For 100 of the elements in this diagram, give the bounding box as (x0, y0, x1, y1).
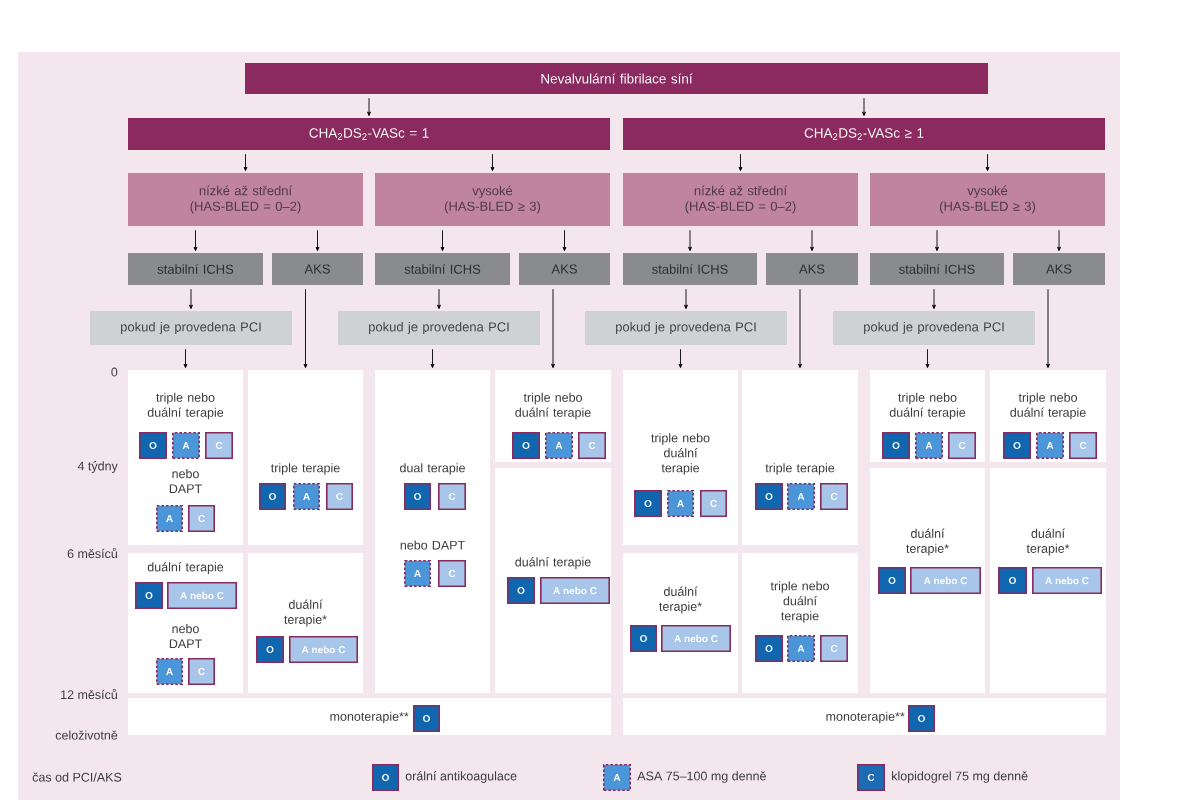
arrow (183, 348, 188, 369)
drug-badge: A (787, 635, 815, 662)
drug-badge: O (512, 432, 540, 459)
arrow (193, 229, 198, 252)
condition-box: stabilní ICHS (870, 253, 1004, 285)
drug-badge: C (948, 432, 976, 459)
arrow (303, 288, 308, 369)
diagnosis-bar: Nevalvulární fibrilace síní (245, 63, 988, 94)
drug-badge: O (413, 705, 440, 732)
drug-badge: A nebo C (661, 625, 731, 652)
score-bar: CHA$_{2}$DS$_{2}$-VASc ≥ 1 (623, 118, 1105, 150)
drug-badge: A (404, 560, 431, 587)
legend-label: ASA 75–100 mg denně (637, 771, 766, 783)
drug-badge: O (908, 705, 935, 732)
arrow (1046, 288, 1050, 369)
drug-badge: A (545, 432, 573, 459)
time-label: 6 měsíců (67, 547, 117, 559)
drug-badge: C (820, 483, 848, 510)
procedure-box: pokud je provedena PCI (833, 311, 1035, 345)
drug-badge: A (915, 432, 943, 459)
arrow (932, 288, 936, 310)
arrow (367, 97, 371, 117)
arrow (243, 153, 248, 172)
drug-badge: O (882, 432, 910, 459)
drug-badge: O (998, 567, 1027, 594)
drug-badge: O (256, 636, 284, 663)
arrow (490, 153, 495, 172)
drug-badge: O (507, 577, 535, 604)
arrow (551, 288, 555, 369)
drug-badge: C (438, 560, 466, 587)
drug-badge: C (700, 490, 727, 517)
drug-badge: O (630, 625, 657, 652)
drug-badge: A nebo C (540, 577, 610, 604)
condition-box: stabilní ICHS (128, 253, 263, 285)
drug-badge: A (667, 490, 694, 517)
drug-badge: O (755, 483, 783, 510)
legend-label: orální antikoagulace (405, 771, 517, 783)
drug-badge: O (755, 635, 783, 662)
drug-badge: O (139, 432, 167, 459)
arrow (985, 153, 990, 172)
drug-badge: A (172, 432, 200, 459)
arrow (189, 288, 193, 310)
procedure-box: pokud je provedena PCI (90, 311, 292, 345)
drug-badge: A (156, 505, 183, 532)
drug-badge: C (438, 483, 466, 510)
time-label: 12 měsíců (61, 688, 117, 700)
arrow (810, 229, 814, 252)
condition-box: AKS (1013, 253, 1105, 285)
arrow (678, 348, 683, 369)
drug-badge: A (156, 658, 183, 685)
procedure-box: pokud je provedena PCI (338, 311, 540, 345)
drug-badge: O (135, 582, 163, 609)
risk-box: vysoké (HAS-BLED ≥ 3) (375, 173, 610, 226)
drug-badge: C (188, 658, 215, 685)
arrow (688, 229, 692, 252)
risk-box: vysoké (HAS-BLED ≥ 3) (870, 173, 1105, 226)
drug-badge: A (1036, 432, 1064, 459)
arrow (684, 288, 688, 310)
drug-badge: O (404, 483, 431, 510)
axis-title: čas od PCI/AKS (32, 772, 122, 782)
arrow (738, 153, 743, 172)
time-label: 0 (111, 367, 118, 377)
drug-badge: C (578, 432, 606, 459)
drug-badge: O (878, 567, 906, 594)
arrow (1057, 229, 1061, 252)
drug-badge: O (259, 483, 286, 510)
drug-badge: A nebo C (1032, 567, 1102, 594)
time-label: 4 týdny (77, 461, 118, 473)
risk-box: nízké až střední (HAS-BLED = 0–2) (623, 173, 858, 226)
condition-box: stabilní ICHS (623, 253, 757, 285)
drug-badge: O (1003, 432, 1031, 459)
condition-box: AKS (766, 253, 858, 285)
drug-badge: C (820, 635, 848, 662)
risk-box: nízké až střední (HAS-BLED = 0–2) (128, 173, 363, 226)
drug-badge: A (787, 483, 815, 510)
score-bar: CHA$_{2}$DS$_{2}$-VASc = 1 (128, 118, 610, 150)
condition-box: AKS (519, 253, 610, 285)
arrow (315, 229, 320, 252)
arrow (935, 229, 939, 252)
arrow (925, 348, 930, 369)
procedure-box: pokud je provedena PCI (585, 311, 787, 345)
drug-badge: A (293, 483, 320, 510)
drug-badge: C (205, 432, 233, 459)
drug-badge: C (1069, 432, 1097, 459)
arrow (430, 348, 435, 369)
drug-badge: A nebo C (167, 582, 237, 609)
arrow (562, 229, 567, 252)
drug-badge: C (326, 483, 353, 510)
condition-box: AKS (272, 253, 363, 285)
drug-badge: O (634, 490, 662, 517)
drug-badge: C (188, 505, 215, 532)
arrow (798, 288, 802, 369)
arrow (437, 288, 441, 310)
legend-label: klopidogrel 75 mg denně (892, 771, 1028, 783)
arrow (440, 229, 445, 252)
condition-box: stabilní ICHS (375, 253, 510, 285)
drug-badge: A nebo C (289, 636, 358, 663)
drug-badge: A nebo C (910, 567, 981, 594)
time-label: celoživotně (55, 730, 118, 740)
arrow (862, 97, 866, 117)
